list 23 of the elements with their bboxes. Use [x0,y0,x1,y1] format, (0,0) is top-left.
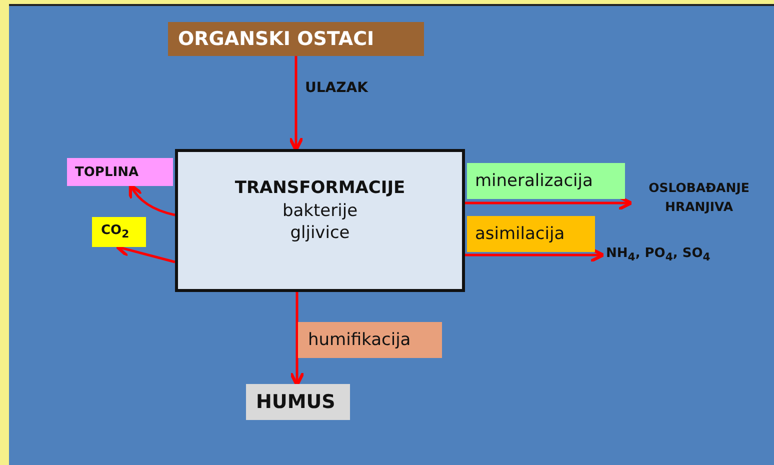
box-text: asimilacija [475,224,566,244]
arrow [288,56,304,152]
output-box [92,217,146,247]
arrow [465,247,605,263]
box-text: NH$_{4}$, PO$_{4}$, SO$_{4}$ [606,246,712,264]
process-description: bakterije gljivice [281,200,359,244]
box-text: TOPLINA [75,164,140,180]
box-text: mineralizacija [475,171,594,191]
edge-label: ULAZAK [305,80,368,96]
box-text: HUMUS [256,391,336,413]
box-text: OSLOBAĐANJE HRANJIVA [648,179,750,216]
box-text: ORGANSKI OSTACI [178,28,376,50]
process-label-box [467,163,625,199]
arrow [289,292,305,387]
output-box [67,158,173,186]
source-box [168,22,424,56]
process-title: TRANSFORMACIJE [234,178,406,198]
box-text: CO$_{2}$ [101,223,130,241]
box-text: humifikacija [308,330,412,350]
process-label-box [298,322,442,358]
process-label-box [467,216,595,252]
process-box [175,149,465,292]
result-box [246,384,350,420]
